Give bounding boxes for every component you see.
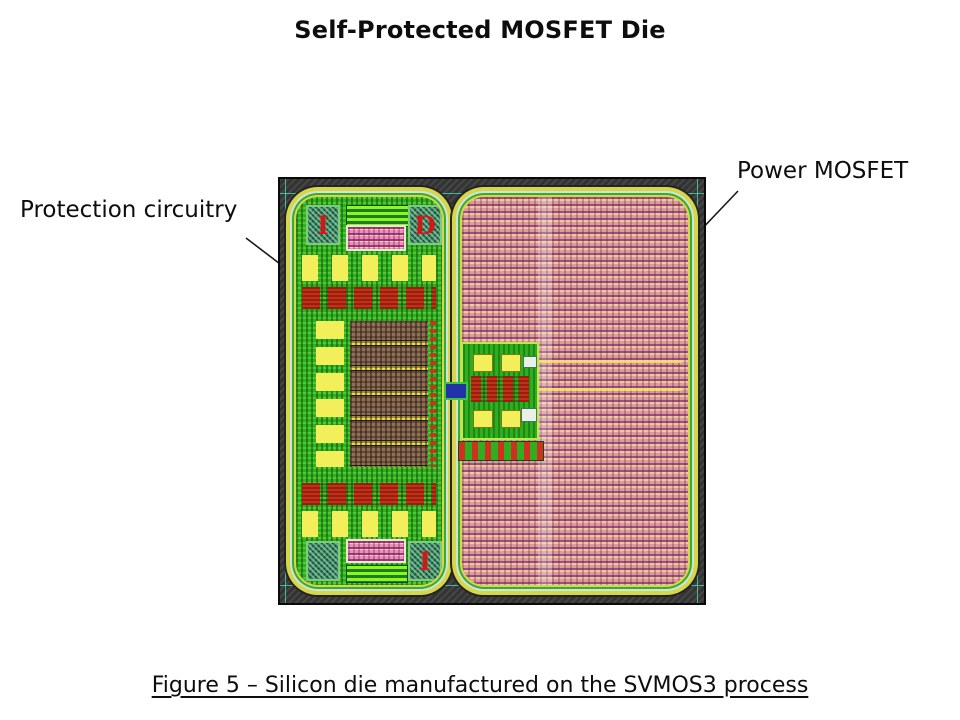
- poly-stripe-block: [346, 205, 410, 227]
- scribe-guide-line: [697, 179, 698, 603]
- bond-pad-bottom-right: I: [408, 541, 442, 581]
- sense-pad: [473, 354, 493, 372]
- sense-contact-strip: [458, 441, 544, 461]
- bond-pad-top-left: I: [306, 205, 340, 245]
- resistor-row: [302, 483, 436, 505]
- pad-glyph: I: [317, 210, 329, 240]
- poly-stripe-block: [346, 565, 408, 583]
- sense-pad: [501, 354, 521, 372]
- gate-trace: [538, 388, 682, 391]
- bond-pad-top-right: D: [408, 205, 442, 245]
- scribe-guide-line: [280, 193, 704, 194]
- transistor-row: [302, 255, 436, 281]
- annotation-label-power-mosfet: Power MOSFET: [737, 158, 909, 184]
- annotation-label-protection-circuitry: Protection circuitry: [20, 197, 238, 223]
- sense-cell-block: [461, 342, 539, 440]
- via-column: [430, 321, 436, 467]
- scribe-guide-line: [280, 585, 704, 586]
- transistor-row: [302, 511, 436, 537]
- source-metal-band: [538, 197, 552, 585]
- contact-column: [316, 321, 344, 467]
- sense-pad: [521, 408, 537, 422]
- pad-glyph: I: [419, 546, 431, 576]
- die-photo: I D I: [278, 177, 706, 605]
- sense-pad: [523, 356, 537, 368]
- gate-bus-connector: [444, 382, 468, 400]
- sense-pad: [501, 410, 521, 428]
- pad-glyph: D: [414, 210, 436, 240]
- resistor-ladder-bars: [350, 321, 428, 467]
- capacitor-array-block: [346, 539, 406, 563]
- page-title: Self-Protected MOSFET Die: [294, 16, 666, 44]
- resistor-row: [302, 287, 436, 309]
- capacitor-array-block: [346, 225, 406, 251]
- protection-circuitry-region: I D I: [296, 197, 442, 585]
- gate-trace: [538, 360, 682, 363]
- bond-pad-bottom-left: [306, 541, 340, 581]
- sense-resistors: [471, 376, 529, 402]
- scribe-guide-line: [285, 179, 286, 603]
- sense-pad: [473, 410, 493, 428]
- figure-caption: Figure 5 – Silicon die manufactured on t…: [151, 673, 809, 698]
